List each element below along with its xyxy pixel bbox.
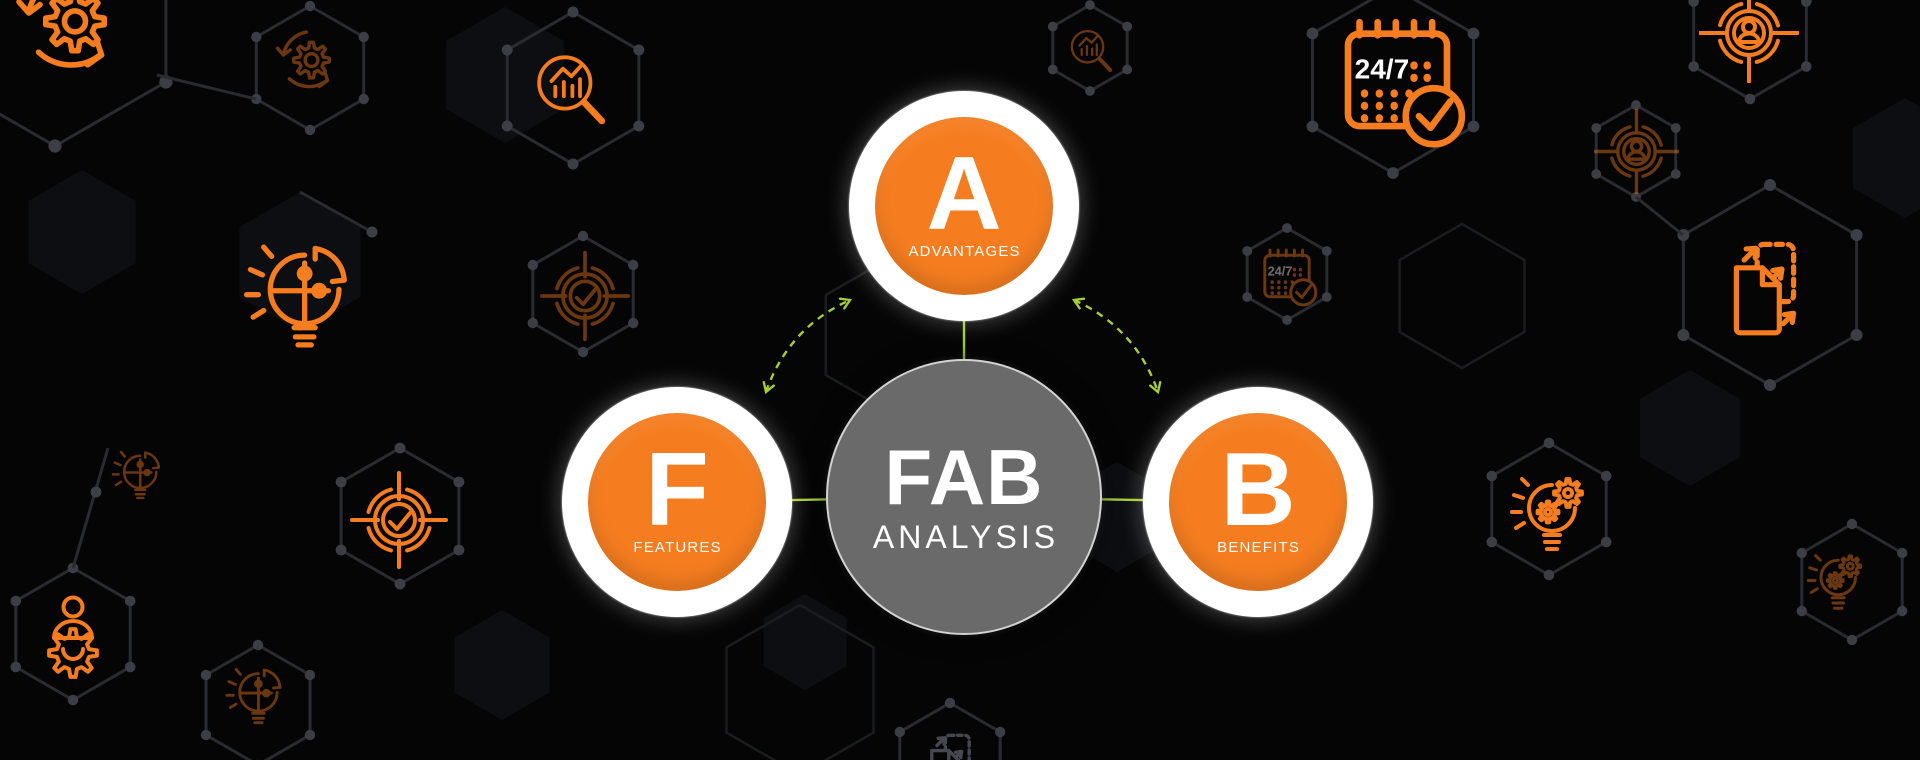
advantages-letter: A bbox=[926, 136, 1002, 253]
node-features-circle: F FEATURES bbox=[588, 413, 766, 591]
center-node: FAB ANALYSIS bbox=[826, 359, 1102, 635]
features-letter: F bbox=[645, 432, 709, 549]
benefits-letter: B bbox=[1220, 432, 1296, 549]
benefits-label: BENEFITS bbox=[1217, 538, 1301, 556]
node-features: F FEATURES bbox=[562, 387, 792, 617]
advantages-label: ADVANTAGES bbox=[908, 242, 1021, 260]
dashed-arrow-advantages-benefits bbox=[1071, 297, 1162, 395]
node-advantages-circle: A ADVANTAGES bbox=[875, 117, 1053, 295]
center-title-line2: ANALYSIS bbox=[872, 519, 1060, 556]
node-benefits: B BENEFITS bbox=[1143, 387, 1373, 617]
center-title-line1: FAB bbox=[884, 433, 1044, 522]
features-label: FEATURES bbox=[633, 538, 722, 556]
node-advantages: A ADVANTAGES bbox=[849, 91, 1079, 321]
dashed-arrow-features-advantages bbox=[762, 297, 853, 395]
node-benefits-circle: B BENEFITS bbox=[1169, 413, 1347, 591]
